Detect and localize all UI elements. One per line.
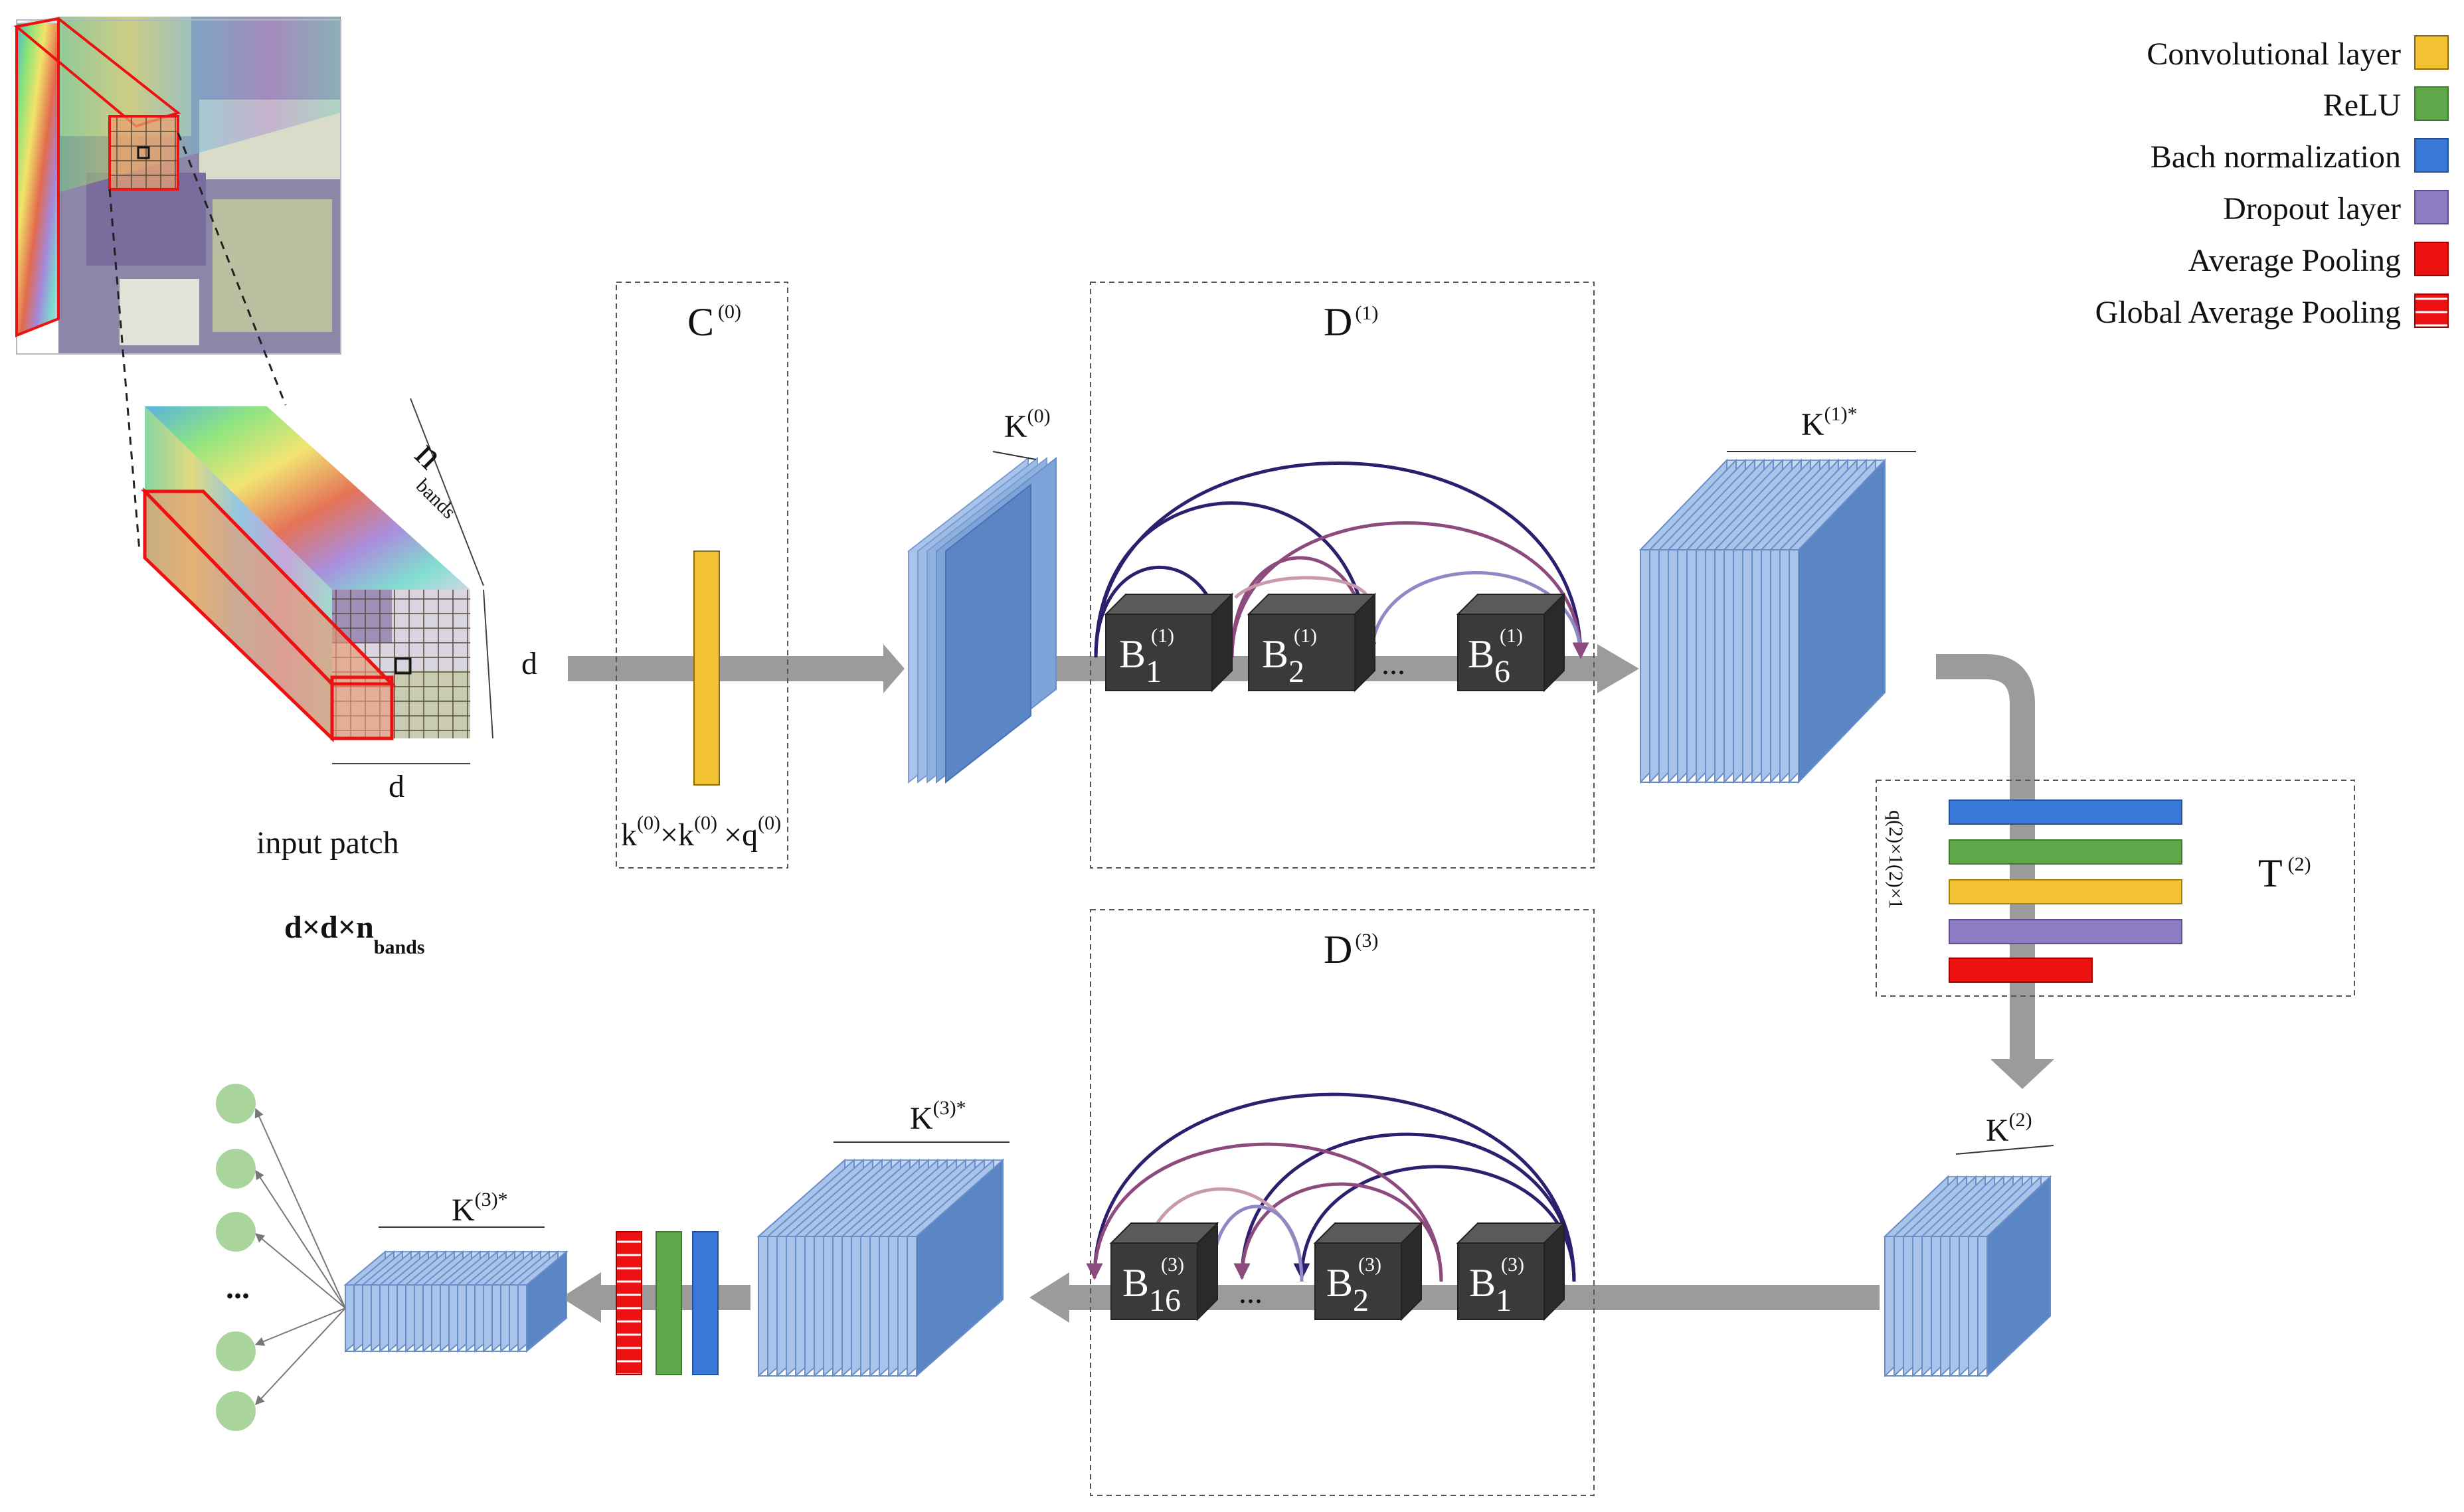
input-dims-label: d×d×nbands	[284, 910, 425, 958]
conv0-layer	[693, 550, 720, 786]
svg-text:B6(1): B6(1)	[1468, 625, 1523, 689]
legend-swatch-dropout	[2414, 190, 2449, 224]
hyperspectral-image-cube	[13, 17, 341, 355]
transition-kernel-label: q(2)×1(2)×1	[1885, 810, 1907, 909]
svg-text:B2(1): B2(1)	[1262, 625, 1317, 689]
legend-label-gap: Global Average Pooling	[2095, 295, 2401, 330]
d-label-width: d	[389, 769, 404, 804]
transition-relu-layer	[1949, 839, 2182, 865]
legend-label-avgpool: Average Pooling	[2188, 243, 2401, 278]
output-node-3	[216, 1212, 256, 1252]
legend-label-conv: Convolutional layer	[2147, 37, 2401, 72]
fm-k1-front	[1640, 549, 1799, 783]
svg-text:B2(3): B2(3)	[1326, 1254, 1381, 1318]
feature-map-k2	[1883, 1175, 2052, 1378]
legend-label-batchnorm: Bach normalization	[2151, 139, 2401, 175]
dense3-block-frame	[1090, 909, 1595, 1496]
output-feature-vector	[343, 1250, 569, 1353]
output-node-ellipsis: ...	[226, 1270, 250, 1305]
output-node-1	[216, 1084, 256, 1124]
fm-k3-front	[758, 1236, 917, 1377]
transition-conv-layer	[1949, 879, 2182, 904]
k3-width-label: K(3)*	[910, 1097, 966, 1136]
transition-batchnorm-layer	[1949, 799, 2182, 825]
zoom-line-right	[177, 132, 287, 406]
dense3-block-label: D(3)	[1324, 928, 1378, 971]
legend-label-relu: ReLU	[2323, 88, 2401, 123]
legend: Convolutional layer ReLU Bach normalizat…	[2095, 35, 2449, 330]
legend-swatch-batchnorm	[2414, 138, 2449, 173]
dense1-unit-b1: B1(1)	[1104, 592, 1234, 693]
conv0-block-label: C(0)	[687, 300, 741, 344]
svg-text:B16(3): B16(3)	[1122, 1254, 1184, 1318]
output-connections	[254, 1108, 346, 1406]
transition-block-frame	[1876, 780, 2355, 997]
feature-map-k0	[908, 456, 1057, 784]
global-average-pooling-layer	[616, 1231, 642, 1375]
k1-width-label: K(1)*	[1801, 403, 1858, 442]
feature-map-k3	[756, 1158, 1005, 1378]
dense1-block-label: D(1)	[1324, 300, 1378, 344]
transition-dropout-layer	[1949, 919, 2182, 944]
svg-text:B1(3): B1(3)	[1469, 1254, 1524, 1318]
k0-width-label: K(0)	[1004, 405, 1051, 444]
dense1-block-frame	[1090, 282, 1595, 869]
output-node-4	[216, 1331, 256, 1371]
dense3-unit-b2: B2(3)	[1313, 1221, 1423, 1321]
output-node-5	[216, 1391, 256, 1431]
output-width-label: K(3)*	[452, 1189, 508, 1228]
legend-label-dropout: Dropout layer	[2223, 191, 2401, 226]
dense1-ellipsis: ...	[1381, 646, 1405, 681]
zoom-line-left	[108, 189, 141, 552]
dense3-skip-connections	[1086, 1092, 1576, 1282]
fm-out-front	[345, 1284, 527, 1352]
k2-width-label: K(2)	[1986, 1109, 2032, 1148]
dense1-unit-b2: B2(1)	[1247, 592, 1377, 693]
legend-swatch-avgpool	[2414, 242, 2449, 276]
legend-swatch-relu	[2414, 86, 2449, 121]
svg-text:B1(1): B1(1)	[1119, 625, 1174, 689]
fm-k2-front	[1884, 1236, 1988, 1377]
dense1-unit-b6: B6(1)	[1456, 592, 1566, 693]
dense3-unit-b1: B1(3)	[1456, 1221, 1566, 1321]
input-patch-caption: input patch	[256, 825, 399, 861]
legend-swatch-conv	[2414, 35, 2449, 70]
transition-avgpool-layer	[1949, 958, 2093, 983]
d-label-height: d	[521, 646, 537, 681]
input-patch-cube	[141, 406, 470, 742]
transition-block-label: T(2)	[2258, 851, 2311, 895]
final-batchnorm-layer	[692, 1231, 719, 1375]
dense3-unit-b16: B16(3)	[1109, 1221, 1219, 1321]
output-node-2	[216, 1149, 256, 1189]
legend-swatch-gap	[2414, 294, 2449, 328]
conv0-kernel-label: k(0)×k(0)×q(0)	[621, 812, 781, 853]
dense3-ellipsis: ...	[1239, 1275, 1263, 1310]
conv0-block-frame	[616, 282, 788, 869]
final-relu-layer	[656, 1231, 682, 1375]
feature-map-k1	[1638, 458, 1887, 784]
